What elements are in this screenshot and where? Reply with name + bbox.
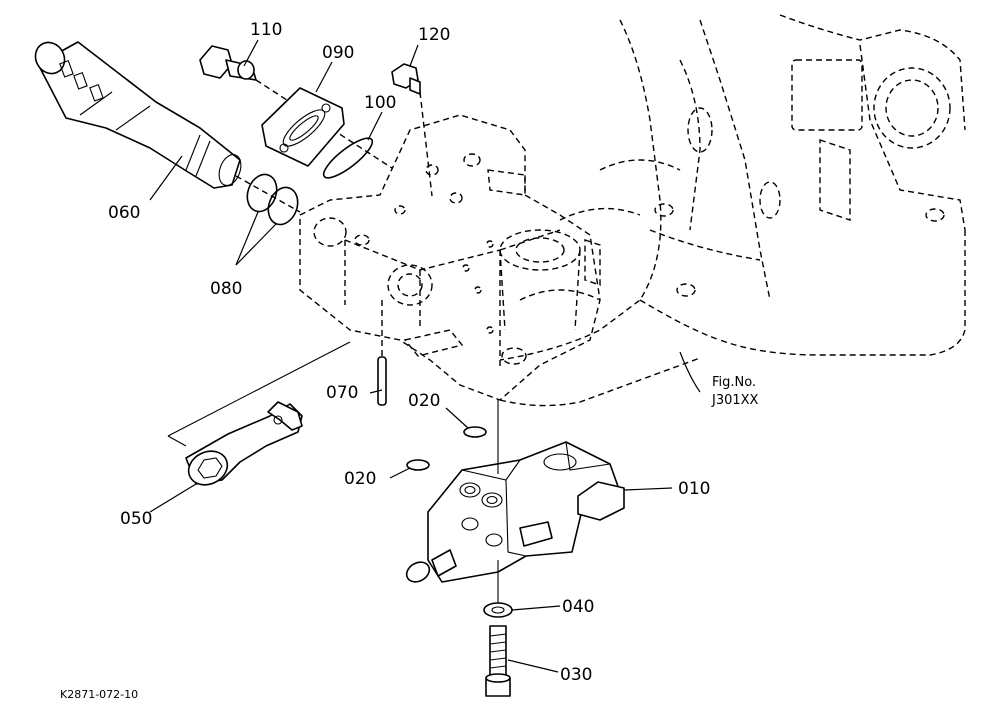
figure-label-line2: J301XX — [711, 393, 759, 408]
label-090: 090 — [322, 43, 354, 63]
washer-040 — [483, 602, 513, 618]
o-rings-080 — [246, 173, 299, 226]
plug-axis-line — [419, 91, 433, 197]
label-110: 110 — [250, 20, 282, 40]
figure-reference: Fig.No. J301XX — [711, 375, 759, 408]
figure-label-line1: Fig.No. — [712, 375, 756, 390]
valve-body-casting — [299, 114, 601, 401]
bolt-030 — [485, 625, 511, 697]
o-ring-020-upper — [463, 426, 487, 438]
label-070: 070 — [326, 383, 358, 403]
label-120: 120 — [418, 25, 450, 45]
lift-arm-shaft-060 — [34, 41, 242, 189]
label-100: 100 — [364, 93, 396, 113]
drawing-code: K2871-072-10 — [60, 688, 138, 701]
label-080: 080 — [210, 279, 242, 299]
label-040: 040 — [562, 597, 594, 617]
o-ring-100 — [322, 137, 374, 179]
label-020-lower: 020 — [344, 469, 376, 489]
pin-070 — [377, 356, 387, 406]
shaft-axis-line — [235, 175, 301, 213]
label-010: 010 — [678, 479, 710, 499]
transmission-housing — [499, 14, 966, 407]
cover-plate-090 — [261, 87, 345, 167]
lever-axis-line — [167, 341, 351, 437]
label-030: 030 — [560, 665, 592, 685]
leader-lines — [149, 39, 701, 673]
valve-assembly-010 — [405, 441, 625, 583]
part-labels: 110 090 100 120 060 080 070 020 020 050 … — [108, 20, 710, 685]
bolt-110 — [199, 45, 257, 81]
plug-120 — [391, 63, 421, 95]
o-ring-020-lower — [406, 459, 430, 471]
label-050: 050 — [120, 509, 152, 529]
lever-bracket-line — [167, 435, 187, 447]
label-060: 060 — [108, 203, 140, 223]
label-020-upper: 020 — [408, 391, 440, 411]
lever-arm-050 — [185, 401, 303, 486]
